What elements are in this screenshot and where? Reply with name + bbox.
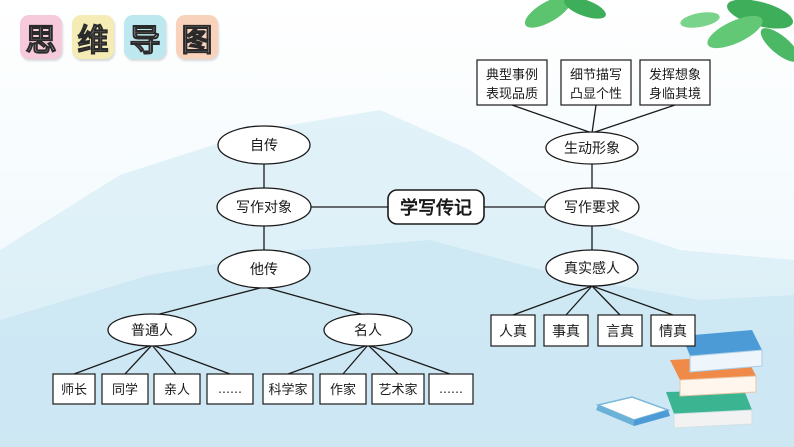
node-true-touching: 真实感人 — [545, 249, 639, 287]
leaf-common-3-label: 亲人 — [164, 383, 190, 398]
edge-vivid-2 — [591, 104, 597, 134]
leaf-common-3: 亲人 — [153, 373, 201, 405]
edge-common-3 — [151, 344, 177, 375]
center-node-label: 学写传记 — [400, 197, 472, 219]
leaf-famous-1: 科学家 — [262, 373, 314, 405]
leaf-common-1: 师长 — [52, 373, 96, 405]
connector-lines — [73, 104, 676, 375]
node-famous-people: 名人 — [323, 313, 413, 347]
center-node: 学写传记 — [387, 189, 485, 225]
leaf-common-4: …… — [206, 373, 254, 405]
leaf-famous-2: 作家 — [319, 373, 367, 405]
leaf-vivid-3: 发挥想象 身临其境 — [639, 59, 711, 106]
leaf-real-2-label: 事真 — [552, 324, 580, 340]
node-other-biography: 他传 — [217, 249, 311, 289]
book-stack — [595, 330, 763, 429]
leaf-vivid-1-line2: 表现品质 — [486, 87, 538, 102]
leaf-famous-4: …… — [428, 373, 474, 405]
edge-other-famous — [263, 286, 369, 317]
title-char-4: 图 — [181, 22, 213, 59]
node-writing-requirement-label: 写作要求 — [564, 200, 620, 216]
leaf-common-2: 同学 — [101, 373, 149, 405]
leaf-cluster-top — [524, 0, 794, 62]
node-self-biography: 自传 — [217, 125, 311, 165]
edge-famous-2 — [342, 344, 369, 375]
edge-common-4 — [151, 344, 231, 375]
leaf-real-3-label: 言真 — [606, 324, 634, 340]
node-writing-object: 写作对象 — [216, 187, 312, 227]
edge-famous-4 — [367, 344, 451, 375]
leaf-famous-1-label: 科学家 — [268, 382, 307, 398]
title-char-3: 导 — [129, 22, 161, 59]
leaf-common-2-label: 同学 — [112, 382, 138, 398]
title-char-2: 维 — [77, 22, 109, 59]
edge-famous-3 — [367, 344, 399, 375]
edge-vivid-3 — [591, 104, 676, 134]
node-self-biography-label: 自传 — [250, 138, 278, 154]
edge-real-4 — [591, 285, 674, 316]
leaf-famous-4-label: …… — [439, 382, 463, 396]
leaf-real-4: 情真 — [650, 314, 696, 347]
leaf-real-1: 人真 — [490, 314, 536, 347]
leaf-real-1-label: 人真 — [499, 324, 527, 340]
title-char-1: 思 — [25, 22, 57, 59]
title-tile-3: 导 — [124, 15, 166, 59]
leaf-famous-3-label: 艺术家 — [378, 382, 417, 398]
node-vivid-image-label: 生动形象 — [564, 141, 620, 157]
edge-vivid-1 — [511, 104, 593, 134]
node-vivid-image: 生动形象 — [545, 131, 639, 165]
leaf-famous-3: 艺术家 — [371, 373, 425, 405]
node-ordinary-people: 普通人 — [107, 313, 197, 347]
leaf-vivid-1: 典型事例 表现品质 — [476, 59, 548, 106]
leaf-real-2: 事真 — [543, 314, 589, 347]
leaf-famous-2-label: 作家 — [330, 382, 356, 398]
node-ordinary-people-label: 普通人 — [131, 323, 173, 339]
leaf-vivid-2-line1: 细节描写 — [570, 68, 622, 83]
title-tile-1: 思 — [20, 15, 62, 59]
node-writing-object-label: 写作对象 — [236, 200, 292, 216]
leaf-real-3: 言真 — [597, 314, 643, 347]
leaf-vivid-3-line2: 身临其境 — [649, 86, 701, 102]
leaf-vivid-1-line1: 典型事例 — [486, 68, 538, 83]
leaf-vivid-2-line2: 凸显个性 — [570, 87, 622, 102]
leaf-vivid-2: 细节描写 凸显个性 — [560, 59, 632, 106]
leaf-vivid-3-line1: 发挥想象 — [649, 67, 701, 83]
node-writing-requirement: 写作要求 — [544, 187, 640, 227]
edge-famous-1 — [287, 344, 369, 375]
node-other-biography-label: 他传 — [250, 262, 278, 278]
edge-real-2 — [565, 285, 593, 316]
leaf-real-4-label: 情真 — [659, 324, 687, 340]
leaf-common-4-label: …… — [218, 382, 242, 396]
edge-other-common — [151, 286, 265, 317]
node-famous-people-label: 名人 — [354, 323, 382, 339]
edge-real-3 — [591, 285, 621, 316]
title-tile-4: 图 — [176, 15, 218, 59]
leaf-common-1-label: 师长 — [61, 383, 87, 398]
edge-common-2 — [124, 344, 153, 375]
edge-real-1 — [512, 285, 593, 316]
title-tile-2: 维 — [72, 15, 114, 59]
edge-common-1 — [73, 344, 153, 375]
node-true-touching-label: 真实感人 — [564, 260, 620, 277]
